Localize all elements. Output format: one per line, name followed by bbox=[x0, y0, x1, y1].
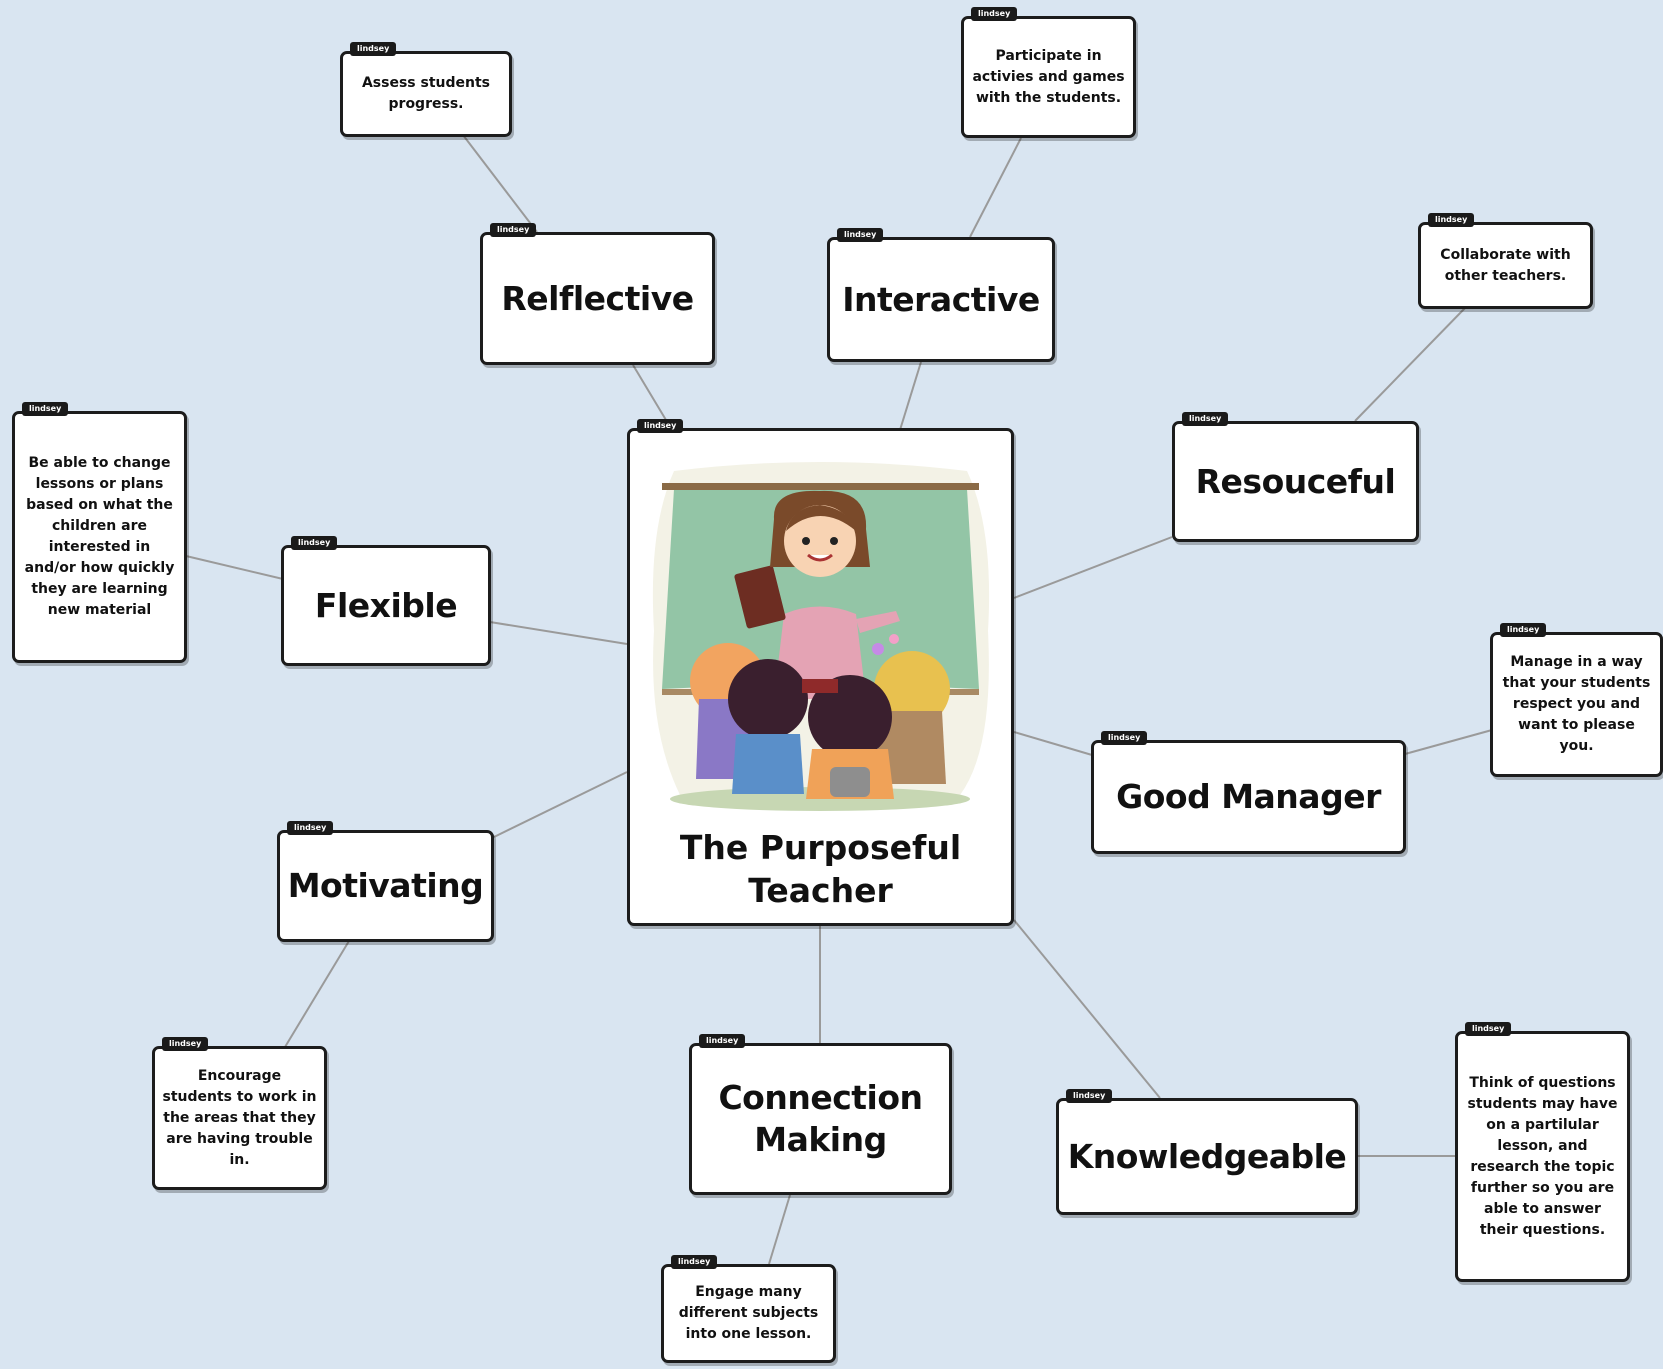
author-tag: lindsey bbox=[1428, 213, 1474, 227]
connector-center-flexible bbox=[490, 622, 627, 644]
connector-connection-note bbox=[769, 1195, 790, 1264]
teacher-illustration bbox=[644, 449, 997, 814]
quality-card-good-manager[interactable]: lindsey Good Manager bbox=[1091, 740, 1406, 854]
quality-card-flexible[interactable]: lindsey Flexible bbox=[281, 545, 491, 666]
author-tag: lindsey bbox=[637, 419, 683, 433]
note-text: Assess students progress. bbox=[343, 73, 509, 115]
author-tag: lindsey bbox=[291, 536, 337, 550]
note-card-reflective[interactable]: lindsey Assess students progress. bbox=[340, 51, 512, 137]
note-text: Participate in activies and games with t… bbox=[964, 46, 1133, 109]
connector-motivating-note bbox=[285, 941, 349, 1047]
author-tag: lindsey bbox=[1465, 1022, 1511, 1036]
connector-reflective-note bbox=[463, 135, 537, 232]
quality-label: Relflective bbox=[501, 278, 693, 320]
author-tag: lindsey bbox=[287, 821, 333, 835]
note-card-resourceful[interactable]: lindsey Collaborate with other teachers. bbox=[1418, 222, 1593, 309]
note-card-interactive[interactable]: lindsey Participate in activies and game… bbox=[961, 16, 1136, 138]
author-tag: lindsey bbox=[490, 223, 536, 237]
connector-center-interactive bbox=[900, 362, 921, 430]
author-tag: lindsey bbox=[1101, 731, 1147, 745]
author-tag: lindsey bbox=[671, 1255, 717, 1269]
author-tag: lindsey bbox=[22, 402, 68, 416]
quality-label: Good Manager bbox=[1116, 776, 1381, 818]
quality-card-reflective[interactable]: lindsey Relflective bbox=[480, 232, 715, 365]
connector-flexible-note bbox=[186, 556, 283, 579]
quality-label: Interactive bbox=[842, 279, 1040, 321]
note-card-flexible[interactable]: lindsey Be able to change lessons or pla… bbox=[12, 411, 187, 663]
connector-manager-note bbox=[1405, 730, 1492, 754]
author-tag: lindsey bbox=[350, 42, 396, 56]
quality-label: Knowledgeable bbox=[1068, 1136, 1347, 1178]
central-topic-card[interactable]: lindsey bbox=[627, 428, 1014, 926]
quality-label: Motivating bbox=[288, 865, 484, 907]
quality-card-interactive[interactable]: lindsey Interactive bbox=[827, 237, 1055, 362]
connector-interactive-note bbox=[970, 138, 1021, 237]
author-tag: lindsey bbox=[1182, 412, 1228, 426]
connector-center-resourceful bbox=[1014, 537, 1172, 598]
note-card-motivating[interactable]: lindsey Encourage students to work in th… bbox=[152, 1046, 327, 1190]
quality-card-connection-making[interactable]: lindsey Connection Making bbox=[689, 1043, 952, 1195]
quality-label: Flexible bbox=[315, 585, 457, 627]
author-tag: lindsey bbox=[699, 1034, 745, 1048]
connector-center-motivating bbox=[494, 772, 627, 837]
note-text: Be able to change lessons or plans based… bbox=[15, 453, 184, 621]
note-text: Manage in a way that your students respe… bbox=[1493, 652, 1660, 757]
author-tag: lindsey bbox=[971, 7, 1017, 21]
quality-card-resourceful[interactable]: lindsey Resouceful bbox=[1172, 421, 1419, 542]
central-topic-title: The Purposeful Teacher bbox=[630, 826, 1011, 912]
note-text: Collaborate with other teachers. bbox=[1421, 245, 1590, 287]
note-text: Think of questions students may have on … bbox=[1458, 1073, 1627, 1241]
author-tag: lindsey bbox=[162, 1037, 208, 1051]
note-text: Engage many different subjects into one … bbox=[664, 1282, 833, 1345]
quality-label: Resouceful bbox=[1196, 461, 1396, 503]
quality-card-knowledgeable[interactable]: lindsey Knowledgeable bbox=[1056, 1098, 1358, 1215]
note-card-knowledgeable[interactable]: lindsey Think of questions students may … bbox=[1455, 1031, 1630, 1282]
quality-label: Connection Making bbox=[692, 1077, 949, 1161]
author-tag: lindsey bbox=[837, 228, 883, 242]
quality-card-motivating[interactable]: lindsey Motivating bbox=[277, 830, 494, 942]
note-card-connection-making[interactable]: lindsey Engage many different subjects i… bbox=[661, 1264, 836, 1363]
author-tag: lindsey bbox=[1066, 1089, 1112, 1103]
connector-center-knowledgeable bbox=[1014, 920, 1160, 1098]
note-text: Encourage students to work in the areas … bbox=[155, 1066, 324, 1171]
author-tag: lindsey bbox=[1500, 623, 1546, 637]
connector-resourceful-note bbox=[1355, 307, 1466, 421]
connector-center-manager bbox=[1014, 732, 1092, 755]
note-card-good-manager[interactable]: lindsey Manage in a way that your studen… bbox=[1490, 632, 1663, 777]
